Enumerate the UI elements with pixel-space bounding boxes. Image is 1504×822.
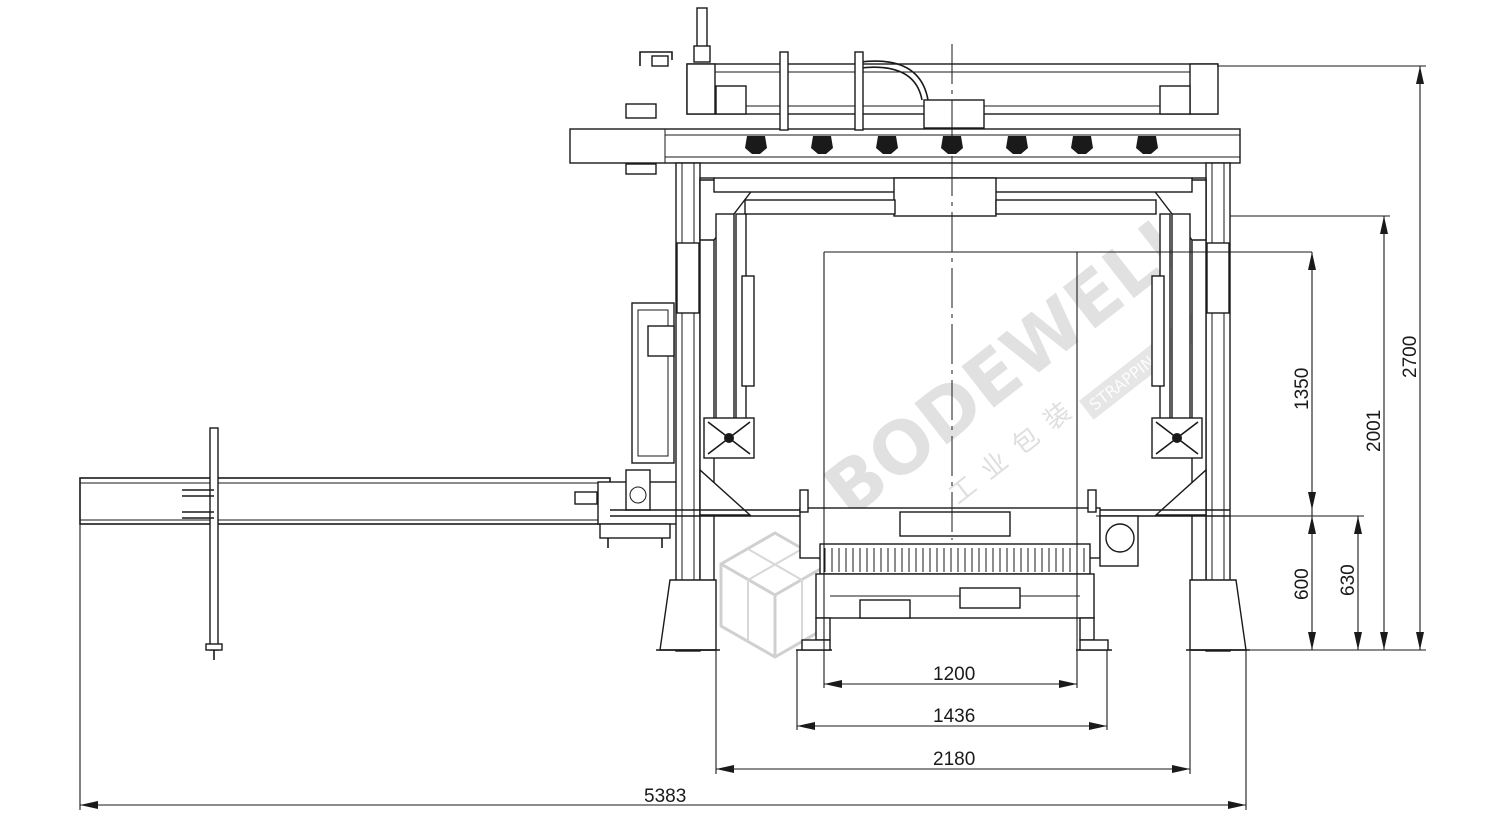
dim-label-2001: 2001	[1364, 410, 1385, 452]
pulley-row	[745, 136, 1158, 154]
dim-label-630: 630	[1338, 564, 1359, 596]
dim-inner-height: 2001	[1230, 215, 1390, 650]
dim-table-height: 630	[1338, 516, 1362, 650]
dim-label-5383: 5383	[644, 786, 686, 807]
dim-label-1436: 1436	[933, 706, 975, 727]
roller-strip	[824, 548, 1085, 572]
dim-base-width: 1436	[796, 650, 1108, 730]
dim-label-2700: 2700	[1400, 336, 1421, 378]
reference-lines	[823, 44, 1312, 688]
main-frame	[569, 7, 1250, 652]
left-clamp	[703, 417, 755, 459]
right-clamp	[1151, 417, 1203, 459]
side-conveyor-arm	[79, 427, 611, 660]
dim-frame-width: 2180	[715, 650, 1191, 774]
dim-table-width: 1200	[824, 664, 1077, 688]
conveyor-table	[796, 489, 1139, 651]
dim-overall-length: 5383	[79, 524, 1247, 810]
dim-label-600: 600	[1292, 568, 1313, 600]
dim-label-2180: 2180	[933, 749, 975, 770]
dim-label-1350: 1350	[1292, 368, 1313, 410]
dim-opening-height: 1350 600	[1096, 252, 1364, 650]
drive-unit	[574, 469, 679, 548]
dim-total-height: 2700	[1217, 65, 1426, 651]
control-cabinet	[631, 302, 675, 464]
dim-label-1200: 1200	[933, 664, 975, 685]
